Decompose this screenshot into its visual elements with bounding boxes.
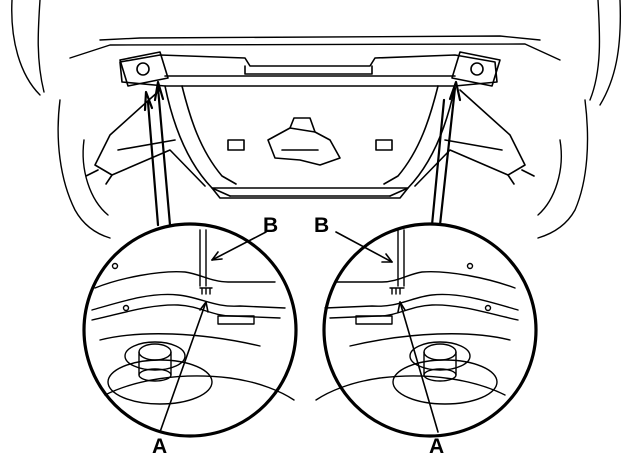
- vehicle-body-outline: [11, 0, 622, 239]
- callout-label-b-left: B: [263, 214, 279, 237]
- detail-view-left: [82, 222, 298, 438]
- detail-view-right: [315, 222, 538, 438]
- callout-label-a-right: A: [429, 435, 445, 458]
- subframe: [85, 51, 535, 199]
- callout-arrows: [159, 231, 439, 433]
- detail-leader-lines: [143, 80, 462, 227]
- callout-label-b-right: B: [314, 214, 330, 237]
- callout-label-a-left: A: [152, 435, 168, 458]
